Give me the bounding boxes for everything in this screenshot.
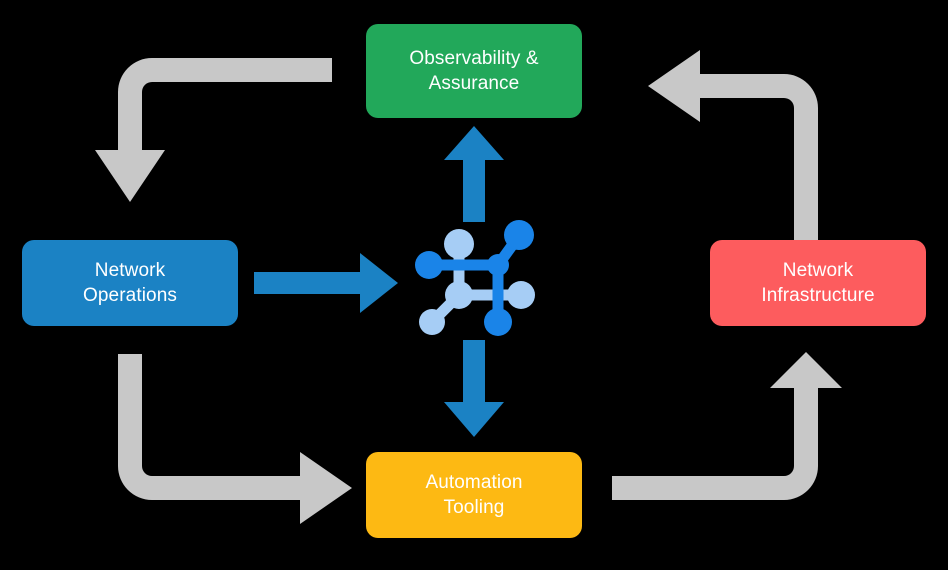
blue-arrow-operations-to-center [254,253,398,313]
gray-arrow-infrastructure-to-observability [648,50,818,258]
gray-arrow-observability-to-operations [95,58,332,202]
gray-arrow-automation-to-infrastructure [612,352,842,500]
gray-arrow-operations-to-automation [118,354,352,524]
node-box-network-operations[interactable]: Network Operations [22,240,238,326]
network-icon-light-nodes [419,229,535,335]
node-box-observability[interactable]: Observability & Assurance [366,24,582,118]
blue-arrow-center-to-automation [444,340,504,437]
network-topology-icon [415,220,535,336]
node-box-automation-tooling[interactable]: Automation Tooling [366,452,582,538]
blue-arrow-center-to-observability [444,126,504,222]
network-icon-dark-nodes [415,220,534,336]
node-box-network-infrastructure[interactable]: Network Infrastructure [710,240,926,326]
